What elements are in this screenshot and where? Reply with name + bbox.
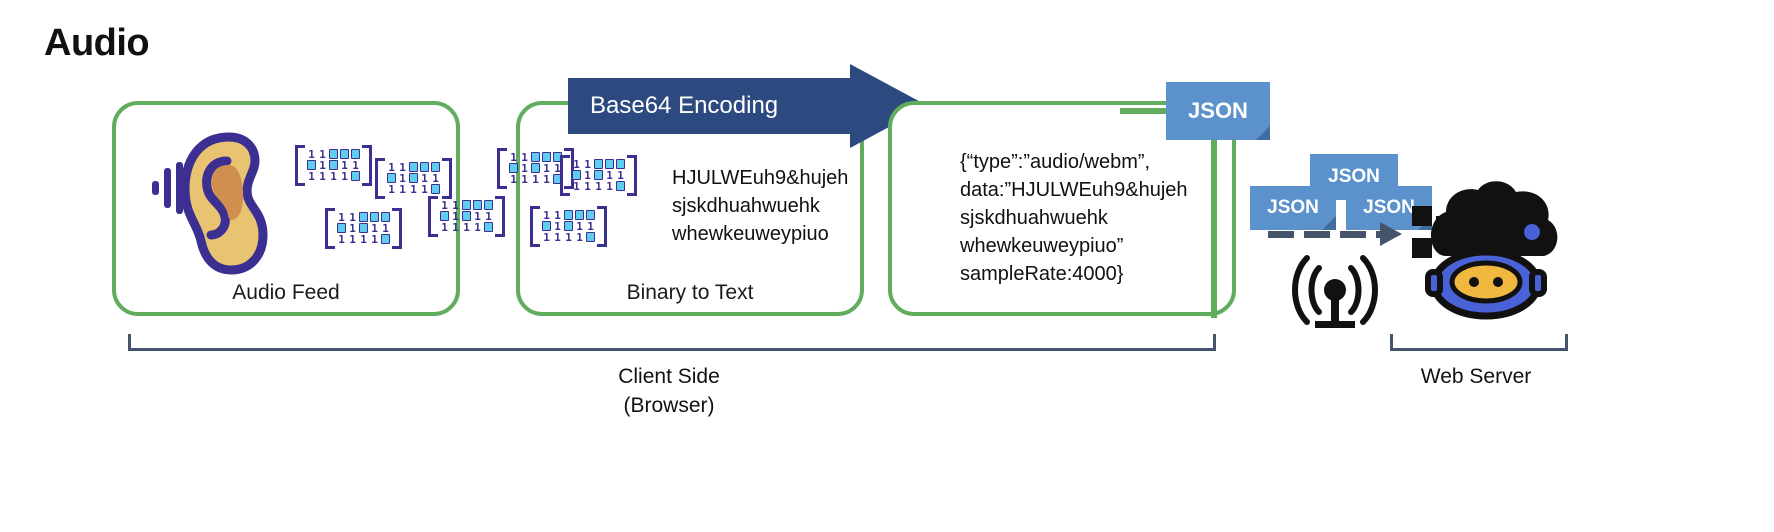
label-client-side: Client Side (Browser) <box>618 365 720 417</box>
cloud-server-robot-icon <box>1412 181 1558 320</box>
json-tag-label: JSON <box>1267 197 1319 218</box>
binary-matrix-icon: 11000 01011 11110 <box>560 155 637 196</box>
panel-binary-to-text <box>516 101 864 316</box>
json-tag-main: JSON <box>1166 82 1270 140</box>
page-title: Audio <box>44 22 150 64</box>
binary-matrix-icon: 11000 01011 11110 <box>497 148 574 189</box>
antenna-icon <box>1292 255 1378 328</box>
binary-to-text-output: HJULWEuh9&hujeh sjskdhuahwuehk whewkeuwe… <box>672 167 849 245</box>
json-tag-label: JSON <box>1188 98 1248 123</box>
json-tag-left: JSON <box>1250 186 1336 230</box>
ear-icon <box>180 132 268 275</box>
json-payload-text: {“type”:”audio/webm”, data:”HJULWEuh9&hu… <box>960 151 1188 285</box>
dashed-transmit-arrow <box>1268 222 1410 246</box>
binary-matrix-icon: 11000 01011 11110 <box>428 196 505 237</box>
fold-corner-icon <box>1322 216 1336 230</box>
connector-json-vertical <box>1211 140 1217 318</box>
arrow-head-icon <box>1380 222 1402 246</box>
binary-matrix-icon: 11000 01011 11110 <box>530 206 607 247</box>
binary-matrix-icon: 11000 01011 11110 <box>295 145 372 186</box>
bracket-web-server <box>1390 334 1568 351</box>
base64-encoding-label: Base64 Encoding <box>590 92 779 119</box>
bracket-client-side <box>128 334 1216 351</box>
caption-audio-feed: Audio Feed <box>232 281 340 304</box>
binary-matrix-icon: 11000 01011 11110 <box>375 158 452 199</box>
label-web-server: Web Server <box>1420 365 1532 388</box>
panel-audio-feed <box>112 101 460 316</box>
json-tag-label: JSON <box>1328 166 1380 187</box>
binary-matrix-icon: 11000 01011 11110 <box>325 208 402 249</box>
connector-json-horizontal <box>1120 108 1168 114</box>
json-tag-label: JSON <box>1363 197 1415 218</box>
caption-binary-to-text: Binary to Text <box>626 281 754 304</box>
fold-corner-icon <box>1256 126 1270 140</box>
